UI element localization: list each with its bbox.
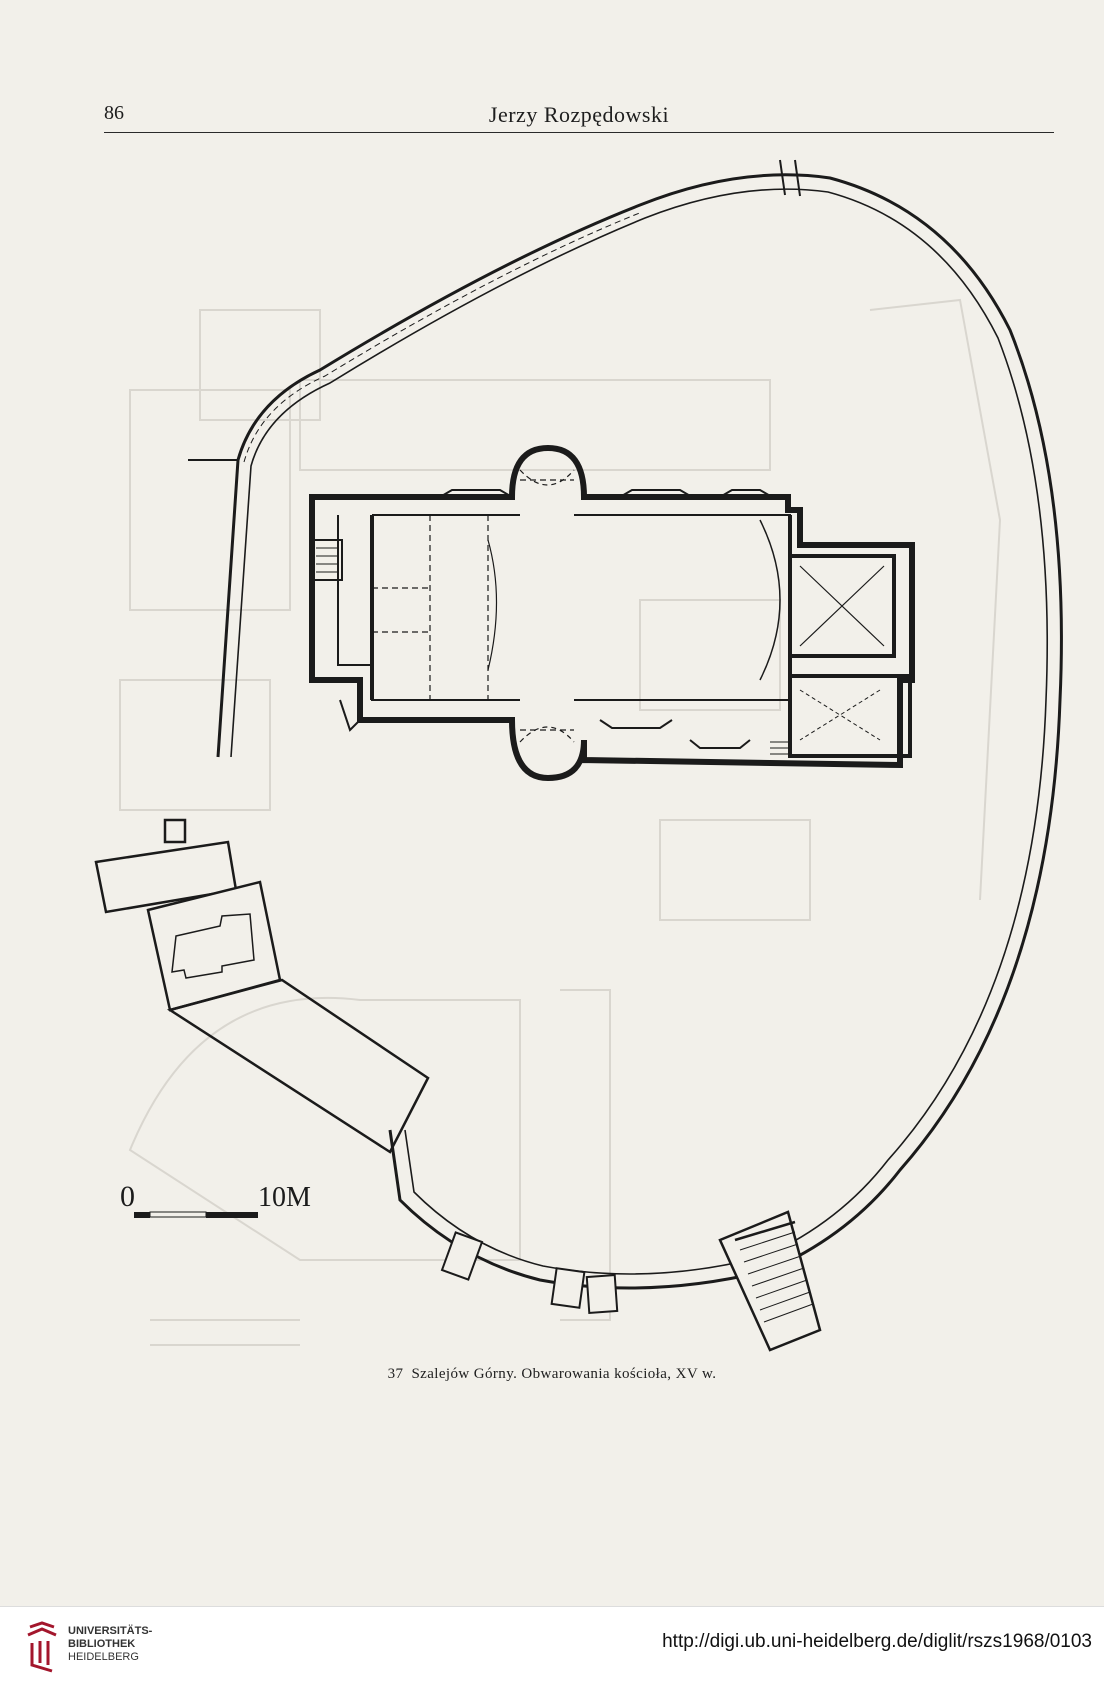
fortification-plan: 0 10M <box>94 159 1063 1352</box>
library-name-line1: UNIVERSITÄTS- <box>68 1625 153 1637</box>
scale-end-label: 10M <box>258 1182 311 1213</box>
running-head: Jerzy Rozpędowski <box>488 102 670 127</box>
library-name-line2: BIBLIOTHEK <box>68 1638 136 1650</box>
page-number: 86 <box>104 102 124 124</box>
scale-bar: 0 10M <box>120 1180 311 1218</box>
library-footer: UNIVERSITÄTS- BIBLIOTHEK HEIDELBERG http… <box>0 1606 1104 1685</box>
wall-buttresses <box>440 1231 619 1315</box>
scale-start-label: 0 <box>120 1180 135 1213</box>
figure-caption: 37 Szalejów Górny. Obwarowania kościoła, … <box>0 1366 1104 1383</box>
permalink-url[interactable]: http://digi.ub.uni-heidelberg.de/diglit/… <box>662 1631 1092 1652</box>
outer-wall <box>188 159 1063 1290</box>
show-through-ghost <box>119 298 1002 1346</box>
library-logo-icon <box>27 1621 57 1673</box>
west-gatehouse <box>94 818 430 1154</box>
caption-number: 37 <box>387 1366 404 1382</box>
library-name: UNIVERSITÄTS- BIBLIOTHEK HEIDELBERG <box>68 1625 152 1664</box>
caption-text: Szalejów Górny. Obwarowania kościoła, XV… <box>411 1366 717 1382</box>
gate-tower <box>718 1210 822 1352</box>
page-header: 86 Jerzy Rozpędowski <box>104 98 1054 133</box>
church-plan <box>309 444 915 782</box>
library-name-line3: HEIDELBERG <box>68 1651 139 1663</box>
scanned-page: 86 Jerzy Rozpędowski <box>0 98 1104 1383</box>
